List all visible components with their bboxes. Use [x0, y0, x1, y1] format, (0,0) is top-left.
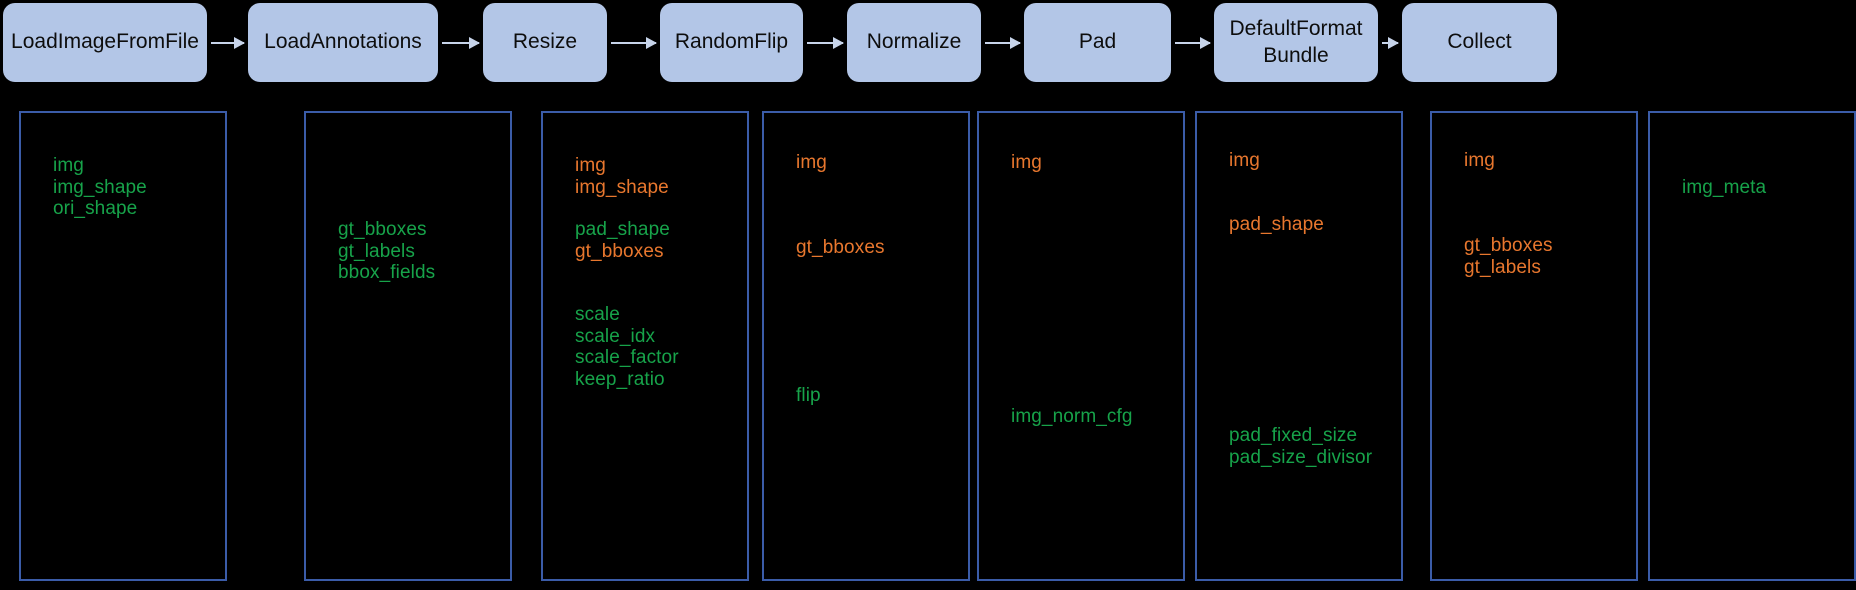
key-pad-fixed-size: pad_fixed_size: [1229, 425, 1358, 446]
key-scale-factor: scale_factor: [575, 347, 679, 368]
key-img: img: [1011, 152, 1042, 173]
key-pad-shape: pad_shape: [1229, 214, 1324, 235]
stage-box-default-format-bundle[interactable]: DefaultFormat Bundle: [1214, 3, 1378, 82]
key-group: flip: [764, 385, 968, 407]
key-group: img_norm_cfg: [979, 406, 1183, 428]
key-group: img: [1197, 150, 1401, 172]
arrow-load-image-from-file-to-load-annotations: [211, 37, 245, 49]
arrow-normalize-to-pad: [985, 37, 1021, 49]
stage-box-normalize[interactable]: Normalize: [847, 3, 981, 82]
arrow-default-format-bundle-to-collect: [1382, 37, 1399, 49]
stage-box-load-annotations[interactable]: LoadAnnotations: [248, 3, 438, 82]
key-gt-bboxes: gt_bboxes: [338, 219, 427, 240]
key-scale-idx: scale_idx: [575, 325, 656, 347]
stage-box-pad[interactable]: Pad: [1024, 3, 1171, 82]
key-ori-shape: ori_shape: [53, 198, 138, 219]
key-img-shape: img_shape: [575, 176, 669, 198]
key-pad-shape: pad_shape: [575, 219, 670, 240]
key-img: img: [796, 152, 827, 173]
key-gt-labels: gt_labels: [338, 240, 415, 262]
key-gt-labels: gt_labels: [1464, 256, 1541, 278]
key-flip: flip: [796, 385, 821, 406]
key-group: img_meta: [1650, 177, 1854, 199]
key-img: img: [53, 155, 84, 176]
key-img-norm-cfg: img_norm_cfg: [1011, 406, 1133, 427]
arrow-resize-to-random-flip: [611, 37, 657, 49]
key-gt-bboxes: gt_bboxes: [1464, 235, 1553, 256]
key-keep-ratio: keep_ratio: [575, 368, 665, 390]
stage-box-random-flip[interactable]: RandomFlip: [660, 3, 803, 82]
key-gt-bboxes: gt_bboxes: [575, 240, 664, 262]
key-group: img: [979, 152, 1183, 174]
arrow-random-flip-to-normalize: [807, 37, 844, 49]
key-img: img: [575, 155, 606, 176]
stage-box-collect[interactable]: Collect: [1402, 3, 1557, 82]
key-img-shape: img_shape: [53, 176, 147, 198]
key-group: img: [764, 152, 968, 174]
key-gt-bboxes: gt_bboxes: [796, 237, 885, 258]
arrow-load-annotations-to-resize: [442, 37, 480, 49]
key-img-meta: img_meta: [1682, 177, 1767, 198]
key-group: gt_bboxes: [764, 237, 968, 259]
key-group: img: [1432, 150, 1636, 172]
stage-box-resize[interactable]: Resize: [483, 3, 607, 82]
key-column-keys-normalize: img img_norm_cfg: [977, 111, 1185, 581]
key-scale: scale: [575, 304, 620, 325]
key-img: img: [1229, 150, 1260, 171]
key-column-keys-collect: img_meta: [1648, 111, 1856, 581]
key-bbox-fields: bbox_fields: [338, 262, 436, 283]
stage-box-load-image-from-file[interactable]: LoadImageFromFile: [3, 3, 207, 82]
arrow-pad-to-default-format-bundle: [1175, 37, 1211, 49]
key-img: img: [1464, 150, 1495, 171]
key-group: pad_shape: [1197, 214, 1401, 236]
key-pad-size-divisor: pad_size_divisor: [1229, 446, 1373, 468]
